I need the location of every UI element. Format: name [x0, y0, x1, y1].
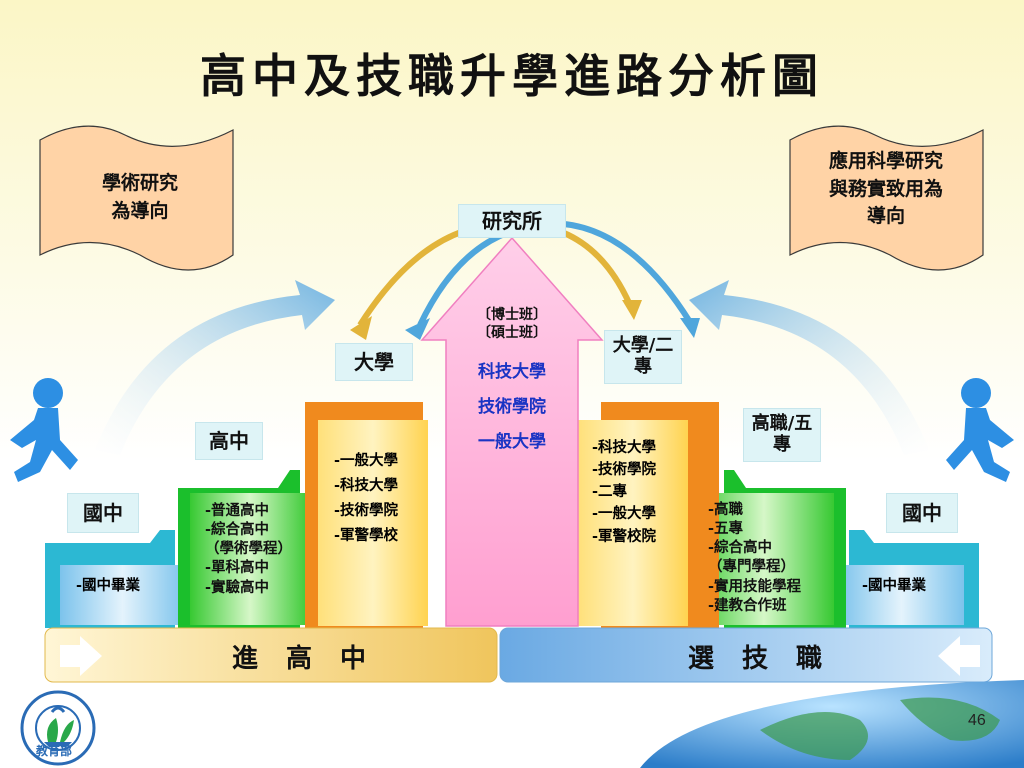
right-junior-label: 國中 [886, 493, 958, 533]
right-flag-shape [789, 125, 984, 271]
left-junior-label: 國中 [67, 493, 139, 533]
right-vocational-item: -高職 [708, 501, 744, 518]
bottom-arrow-right [60, 636, 102, 676]
right-university-item: -二專 [592, 483, 628, 501]
left-flag-line-1: 學術研究 [101, 172, 178, 194]
left-university-item: -一般大學 [334, 452, 399, 469]
left-flag: 學術研究 為導向 [60, 170, 220, 225]
center-content: 〔博士班〕 〔碩士班〕 科技大學 技術學院 一般大學 [446, 306, 578, 452]
grad-line-2: 〔碩士班〕 [477, 325, 547, 342]
graduate-school-label: 研究所 [458, 204, 566, 238]
bottom-arrow-left [938, 636, 980, 676]
left-university-list: -一般大學 -科技大學 -技術學院 -軍警學校 [334, 451, 398, 546]
right-vocational-item: （專門學程） [708, 558, 795, 576]
right-junior-item: -國中畢業 [862, 577, 927, 594]
right-junior-list: -國中畢業 [862, 576, 926, 595]
center-school-3: 一般大學 [478, 431, 546, 452]
page-title: 高中及技職升學進路分析圖 [200, 49, 824, 103]
left-flag-line-2: 為導向 [111, 199, 169, 222]
center-school-2: 技術學院 [478, 396, 546, 417]
right-university-list: -科技大學 -技術學院 -二專 -一般大學 -軍警校院 [592, 438, 656, 546]
ministry-logo [20, 690, 96, 766]
left-senior-item: -普通高中 [205, 502, 270, 519]
right-vocational-item: -實用技能學程 [708, 577, 802, 595]
right-university-item: -技術學院 [592, 461, 657, 479]
left-university-item: -軍警學校 [334, 527, 399, 545]
left-university-label: 大學 [335, 343, 413, 381]
left-senior-label: 高中 [195, 422, 263, 460]
left-university-item: -技術學院 [334, 502, 399, 520]
right-flag-line-1: 應用科學研究 [828, 150, 943, 172]
right-big-arc [689, 280, 929, 455]
right-university-item: -軍警校院 [592, 527, 657, 545]
runner-left-icon [10, 378, 78, 482]
left-senior-list: -普通高中 -綜合高中 （學術學程） -單科高中 -實驗高中 [205, 501, 292, 597]
right-vocational-item: -綜合高中 [708, 539, 773, 557]
right-vocational-list: -高職 -五專 -綜合高中 （專門學程） -實用技能學程 -建教合作班 [708, 500, 801, 615]
right-university-item: -一般大學 [592, 505, 657, 523]
bottom-bar-right [499, 627, 993, 683]
right-vocational-item: -建教合作班 [708, 596, 787, 614]
center-school-1: 科技大學 [478, 361, 546, 382]
bottom-bar-left [44, 627, 498, 683]
bottom-right-label: 選技職 [688, 644, 851, 674]
grad-line-1: 〔博士班〕 [477, 307, 547, 323]
left-senior-item: （學術學程） [205, 540, 292, 558]
page-number: 46 [968, 712, 986, 729]
right-flag: 應用科學研究 與務實致用為 導向 [792, 148, 980, 231]
right-vocational-item: -五專 [708, 520, 744, 538]
left-big-arc [95, 280, 335, 455]
runner-right-icon [946, 378, 1014, 482]
left-senior-item: -綜合高中 [205, 521, 270, 539]
right-university-label: 大學/二專 [604, 330, 682, 384]
left-university-item: -科技大學 [334, 477, 399, 495]
right-university-item: -科技大學 [592, 439, 657, 456]
left-junior-list: -國中畢業 [76, 576, 140, 595]
right-flag-line-3: 導向 [866, 205, 905, 228]
left-senior-item: -實驗高中 [205, 578, 270, 596]
right-vocational-label: 高職/五專 [743, 408, 821, 462]
logo-text: 教育部 [36, 744, 73, 758]
right-flag-line-2: 與務實致用為 [828, 177, 943, 200]
bottom-left-label: 進高中 [232, 644, 395, 674]
left-senior-item: -單科高中 [205, 559, 270, 577]
left-flag-shape [39, 125, 234, 271]
left-junior-item: -國中畢業 [76, 577, 141, 594]
center-pink-arrow [420, 236, 604, 627]
